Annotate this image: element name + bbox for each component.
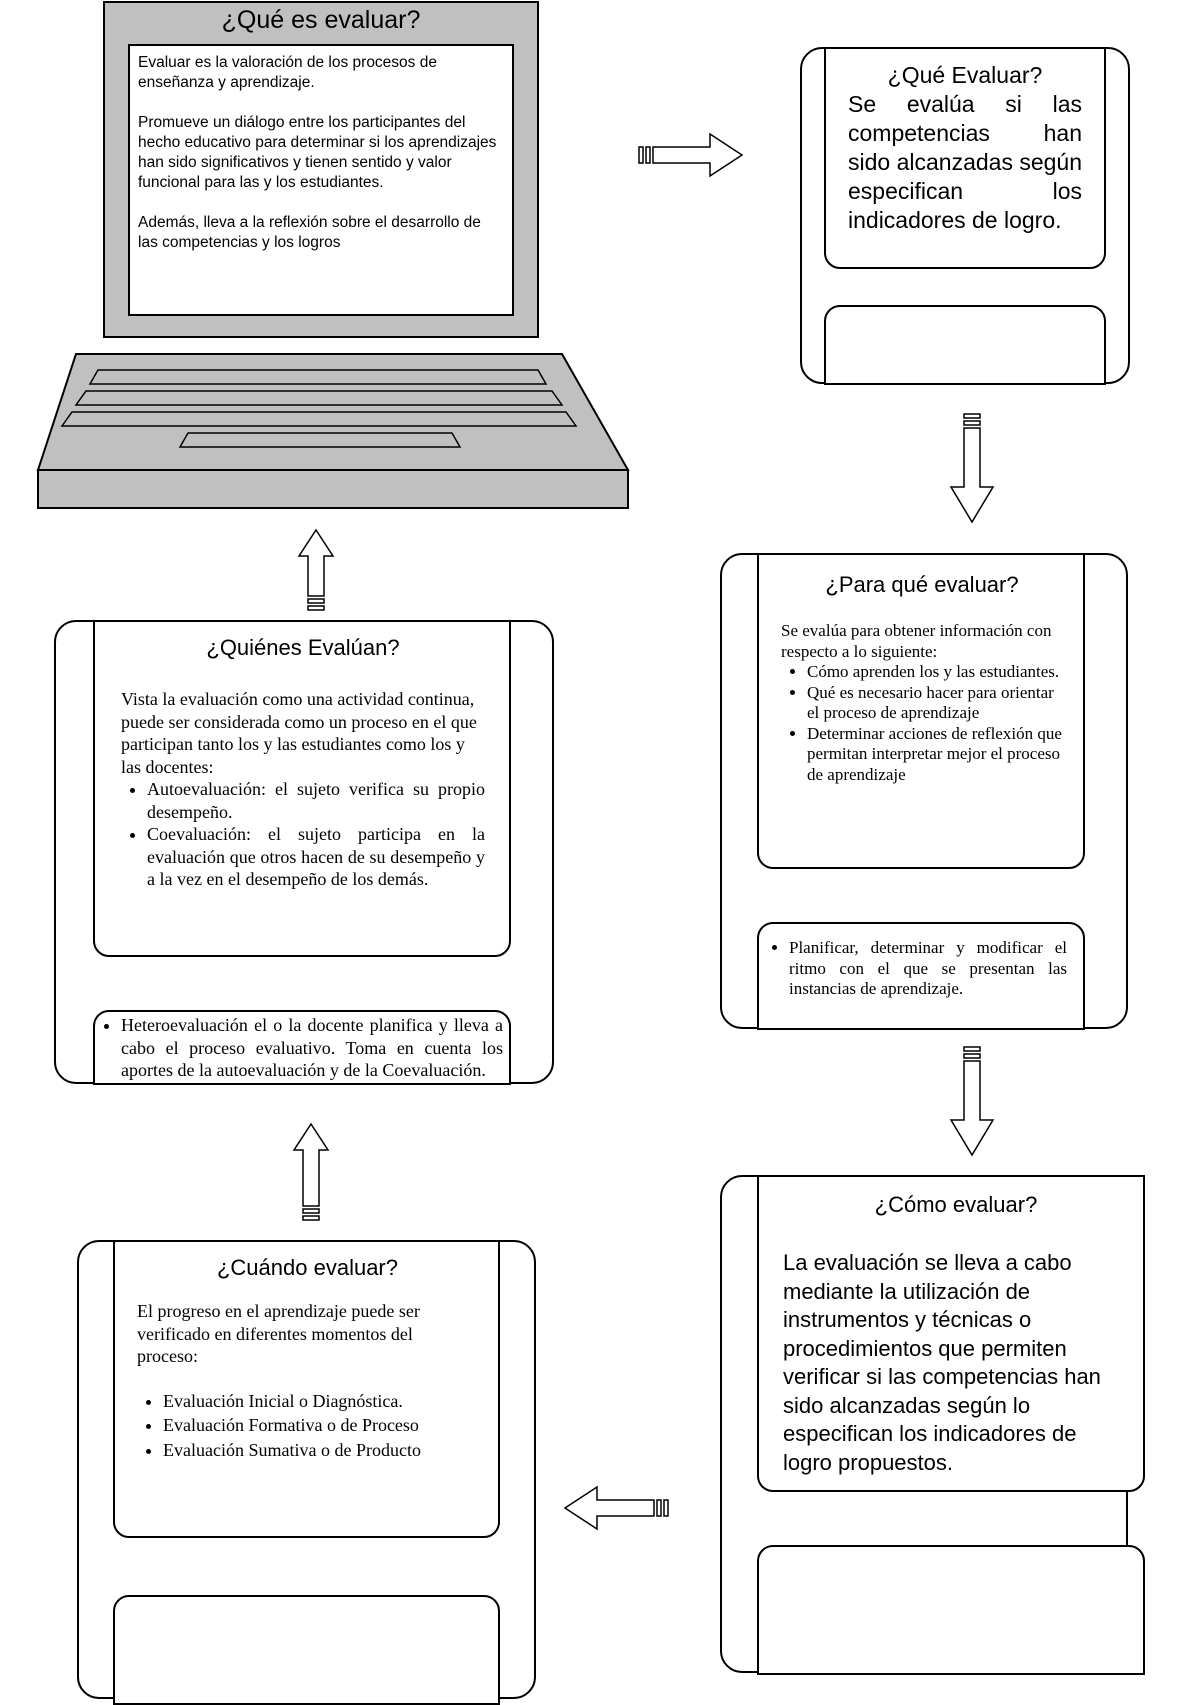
que-evaluar-title: ¿Qué Evaluar?: [887, 62, 1043, 88]
para-que-extra-item: Planificar, determinar y modificar el ri…: [789, 938, 1067, 1000]
arrow-up-icon: [297, 528, 335, 611]
quienes-title: ¿Quiénes Evalúan?: [206, 635, 400, 660]
para-que-list: Cómo aprenden los y las estudiantes. Qué…: [781, 662, 1063, 785]
laptop-key-row: [88, 369, 548, 385]
para-que-box: ¿Para qué evaluar? Se evalúa para obtene…: [757, 553, 1085, 869]
quienes-item: Autoevaluación: el sujeto verifica su pr…: [147, 778, 485, 823]
arrow-right-icon: [638, 132, 744, 178]
cuando-empty-box: [113, 1595, 500, 1705]
quienes-extra-box: Heteroevaluación el o la docente planifi…: [93, 1010, 511, 1085]
arrow-down-icon: [949, 1046, 995, 1157]
quienes-extra-item: Heteroevaluación el o la docente planifi…: [121, 1014, 503, 1082]
quienes-intro: Vista la evaluación como una actividad c…: [121, 689, 477, 777]
cuando-item: Evaluación Sumativa o de Producto: [163, 1439, 478, 1462]
cuando-title: ¿Cuándo evaluar?: [216, 1255, 398, 1280]
para-que-extra-list: Planificar, determinar y modificar el ri…: [763, 938, 1067, 1000]
para-que-title: ¿Para qué evaluar?: [825, 572, 1019, 597]
laptop-screen: Evaluar es la valoración de los procesos…: [128, 44, 514, 316]
arrow-down-icon: [949, 413, 995, 524]
como-box: ¿Cómo evaluar? La evaluación se lleva a …: [757, 1175, 1145, 1492]
quienes-extra-list: Heteroevaluación el o la docente planifi…: [95, 1014, 503, 1082]
como-title: ¿Cómo evaluar?: [874, 1192, 1038, 1217]
cuando-item: Evaluación Formativa o de Proceso: [163, 1414, 478, 1437]
cuando-list: Evaluación Inicial o Diagnóstica. Evalua…: [137, 1390, 478, 1462]
para-que-item: Determinar acciones de reflexión que per…: [807, 724, 1063, 786]
que-evaluar-body: Se evalúa si las competencias han sido a…: [848, 91, 1082, 233]
laptop-key-row: [60, 411, 578, 427]
laptop-paragraph: Promueve un diálogo entre los participan…: [138, 114, 497, 191]
para-que-intro: Se evalúa para obtener información con r…: [781, 621, 1052, 661]
cuando-item: Evaluación Inicial o Diagnóstica.: [163, 1390, 478, 1413]
para-que-item: Cómo aprenden los y las estudiantes.: [807, 662, 1063, 683]
laptop-key-row: [74, 390, 564, 406]
como-body: La evaluación se lleva a cabo mediante l…: [783, 1250, 1101, 1475]
arrow-up-icon: [292, 1122, 330, 1221]
que-evaluar-empty-box: [824, 305, 1106, 385]
para-que-extra-box: Planificar, determinar y modificar el ri…: [757, 922, 1085, 1030]
laptop-base-front: [37, 469, 629, 509]
quienes-box: ¿Quiénes Evalúan? Vista la evaluación co…: [93, 620, 511, 957]
laptop-graphic: ¿Qué es evaluar? Evaluar es la valoració…: [0, 0, 640, 510]
quienes-list: Autoevaluación: el sujeto verifica su pr…: [121, 778, 485, 891]
como-empty-box: [757, 1545, 1145, 1675]
para-que-item: Qué es necesario hacer para orientar el …: [807, 683, 1063, 724]
que-evaluar-box: ¿Qué Evaluar? Se evalúa si las competenc…: [824, 47, 1106, 269]
quienes-item: Coevaluación: el sujeto participa en la …: [147, 823, 485, 891]
arrow-left-icon: [563, 1485, 669, 1531]
cuando-intro: El progreso en el aprendizaje puede ser …: [137, 1301, 420, 1366]
cuando-box: ¿Cuándo evaluar? El progreso en el apren…: [113, 1240, 500, 1538]
laptop-paragraph: Además, lleva a la reflexión sobre el de…: [138, 214, 481, 251]
laptop-title: ¿Qué es evaluar?: [221, 6, 421, 34]
laptop-trackpad: [178, 432, 462, 448]
laptop-paragraph: Evaluar es la valoración de los procesos…: [138, 54, 437, 91]
